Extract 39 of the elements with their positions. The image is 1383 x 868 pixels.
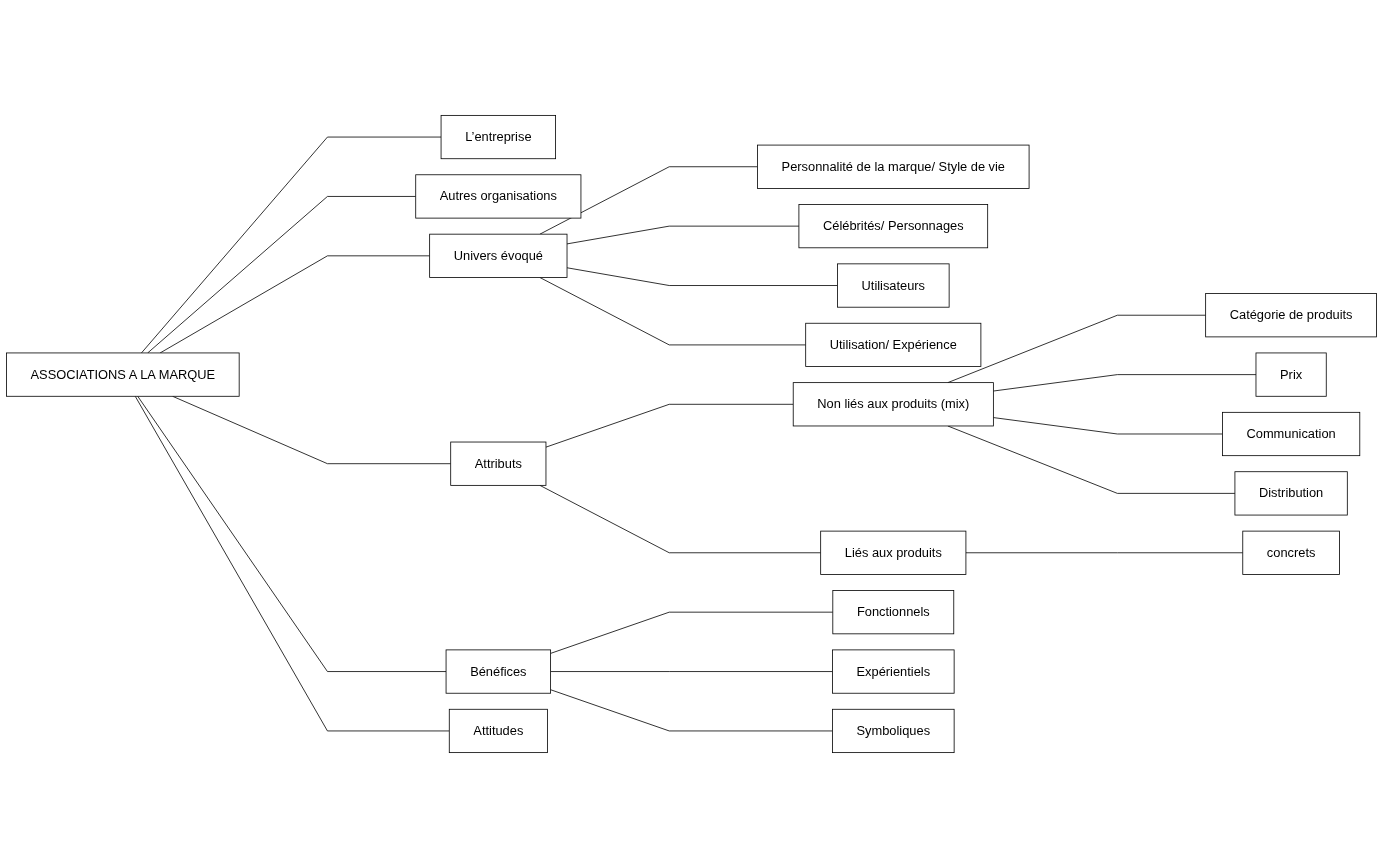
node-box: Attributs (450, 441, 547, 486)
connector (566, 225, 800, 245)
connector (137, 395, 447, 672)
connector (550, 671, 833, 672)
connector (545, 403, 794, 448)
node-box: Prix (1255, 352, 1327, 397)
connector (993, 374, 1257, 392)
connector (147, 196, 417, 354)
connector (134, 395, 450, 732)
node-box: ASSOCIATIONS A LA MARQUE (6, 352, 240, 397)
node-box: concrets (1242, 530, 1340, 575)
connector (539, 484, 822, 554)
connector (539, 277, 807, 346)
connector (172, 395, 452, 465)
node-box: Célébrités/ Personnages (798, 204, 989, 249)
node-box: Symboliques (832, 708, 955, 753)
node-box: Distribution (1234, 471, 1348, 516)
node-box: Expérientiels (832, 649, 955, 694)
node-box: Non liés aux produits (mix) (792, 382, 994, 427)
node-box: Utilisation/ Expérience (805, 322, 982, 367)
node-box: Attitudes (448, 708, 548, 753)
connector (993, 417, 1223, 435)
node-box: Liés aux produits (820, 530, 967, 575)
node-box: Communication (1222, 411, 1361, 457)
connector (550, 689, 833, 732)
connector (965, 552, 1244, 554)
connector (141, 136, 442, 354)
node-box: Utilisateurs (837, 263, 950, 308)
node-box: Catégorie de produits (1205, 293, 1377, 338)
connector (566, 267, 838, 286)
node-box: Autres organisations (415, 174, 582, 219)
connector (539, 166, 758, 235)
node-box: L’entreprise (440, 114, 556, 160)
node-box: Fonctionnels (832, 590, 955, 635)
connector (550, 611, 834, 654)
node-box: Personnalité de la marque/ Style de vie (757, 144, 1030, 189)
connector (947, 425, 1236, 494)
node-box: Univers évoqué (429, 233, 568, 278)
node-box: Bénéfices (445, 649, 551, 694)
